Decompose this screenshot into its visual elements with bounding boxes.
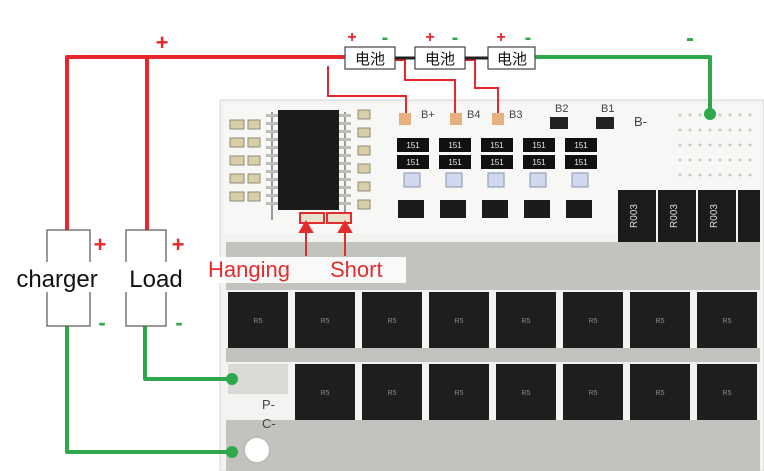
battery-cell-1: 电池 xyxy=(344,46,396,70)
pin-pminus-label: P- xyxy=(262,397,275,412)
mosfet-marking: R5 xyxy=(589,390,598,397)
negative-wires xyxy=(65,55,712,454)
p-minus-terminal-dot xyxy=(226,373,238,385)
passive-components xyxy=(229,109,371,210)
b-minus-wire-label: - xyxy=(686,25,694,52)
battery-cell-2: 电池 xyxy=(414,46,466,70)
charger-plus-label: + xyxy=(94,232,107,257)
hanging-label: Hanging xyxy=(208,257,290,282)
shunt-marking: R003 xyxy=(709,204,720,228)
smd-marking: 151 xyxy=(406,141,420,150)
c-minus-terminal-dot xyxy=(226,446,238,458)
cell-label: 电池 xyxy=(497,51,527,68)
mounting-hole xyxy=(243,436,271,464)
current-shunts: R003 R003 R003 xyxy=(618,190,760,242)
load-minus-label: - xyxy=(175,310,182,335)
charger-box: charger xyxy=(4,229,112,327)
mosfet-marking: R5 xyxy=(656,318,665,325)
load-box: Load xyxy=(121,229,193,327)
wire-plus-label: + xyxy=(156,30,169,55)
mosfet-marking: R5 xyxy=(321,390,330,397)
mosfet-array: R5 R5 R5 R5 R5 R5 R5 R5 R5 R5 R5 R5 R5 R… xyxy=(226,242,760,471)
smd-marking: 151 xyxy=(532,141,546,150)
pin-b4-label: B4 xyxy=(467,109,480,121)
pin-b3-label: B3 xyxy=(509,109,522,121)
smd-marking: 151 xyxy=(574,141,588,150)
balance-pads xyxy=(399,113,614,129)
cell-minus-label: - xyxy=(525,27,532,49)
pin-b1-label: B1 xyxy=(601,103,614,115)
mosfet-marking: R5 xyxy=(455,318,464,325)
balance-transistors xyxy=(398,200,592,218)
mosfet-marking: R5 xyxy=(388,390,397,397)
b-minus-terminal-dot xyxy=(704,108,716,120)
hanging-short-arrows xyxy=(298,220,353,256)
smd-marking: 151 xyxy=(490,141,504,150)
mosfet-marking: R5 xyxy=(254,318,263,325)
pin-cminus-label: C- xyxy=(262,416,276,431)
cell-plus-label: + xyxy=(496,29,505,46)
pin-bplus-label: B+ xyxy=(421,109,435,121)
cell-minus-label: - xyxy=(382,27,389,49)
balance-wires xyxy=(327,59,499,113)
mosfet-marking: R5 xyxy=(656,390,665,397)
mosfet-marking: R5 xyxy=(455,390,464,397)
cell-plus-label: + xyxy=(347,29,356,46)
load-plus-label: + xyxy=(172,232,185,257)
smd-marking: 151 xyxy=(406,158,420,167)
pin-bminus-label: B- xyxy=(634,114,647,129)
bms-controller-ic xyxy=(266,110,351,220)
charger-label: charger xyxy=(16,266,97,293)
short-label: Short xyxy=(330,257,383,282)
hanging-short-pads xyxy=(299,212,352,224)
cell-minus-label: - xyxy=(452,27,459,49)
cell-plus-label: + xyxy=(425,29,434,46)
mosfet-marking: R5 xyxy=(522,318,531,325)
smd-marking: 151 xyxy=(448,158,462,167)
cell-label: 电池 xyxy=(425,51,455,68)
balance-leds xyxy=(403,172,589,188)
smd-marking: 151 xyxy=(532,158,546,167)
mosfet-marking: R5 xyxy=(589,318,598,325)
smd-marking: 151 xyxy=(448,141,462,150)
positive-wires xyxy=(65,55,345,230)
hanging-short-annotation: Hanging Short xyxy=(206,257,406,283)
pin-b2-label: B2 xyxy=(555,103,568,115)
mosfet-marking: R5 xyxy=(723,318,732,325)
mosfet-marking: R5 xyxy=(388,318,397,325)
wire-terminals xyxy=(226,108,716,458)
load-label: Load xyxy=(129,266,182,293)
smd-marking: 151 xyxy=(490,158,504,167)
polarity-marks: + + - + - + - - + + - - xyxy=(94,25,694,335)
balance-resistors: 151 151 151 151 151 151 151 151 151 151 xyxy=(397,138,597,169)
cell-label: 电池 xyxy=(355,51,385,68)
mosfet-marking: R5 xyxy=(723,390,732,397)
mosfet-marking: R5 xyxy=(321,318,330,325)
smd-marking: 151 xyxy=(574,158,588,167)
charger-minus-label: - xyxy=(98,310,105,335)
pin-labels: B+ B4 B3 B2 B1 B- P- C- xyxy=(262,103,647,431)
shunt-marking: R003 xyxy=(669,204,680,228)
battery-cell-3: 电池 xyxy=(487,46,536,70)
mosfet-marking: R5 xyxy=(522,390,531,397)
shunt-marking: R003 xyxy=(629,204,640,228)
